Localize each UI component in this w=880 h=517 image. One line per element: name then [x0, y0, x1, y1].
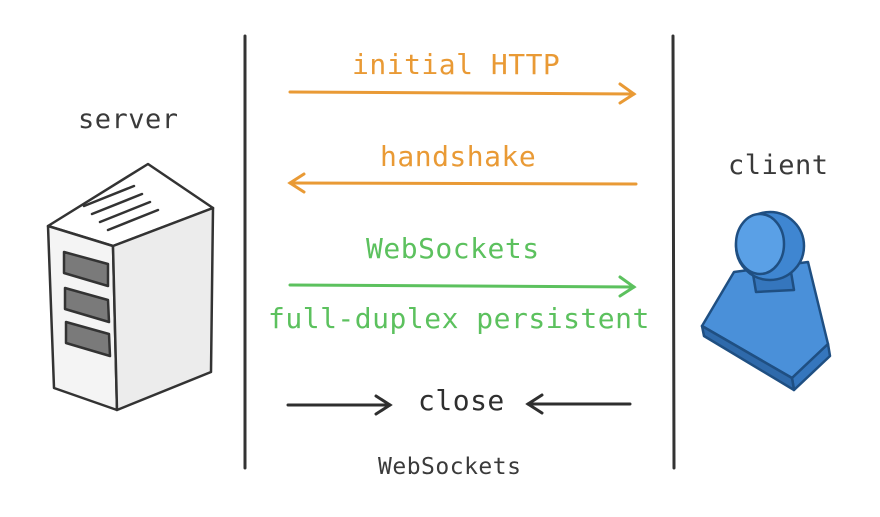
diagram-caption: WebSockets — [378, 454, 522, 480]
arrow-handshake — [287, 172, 638, 194]
client-label: client — [728, 150, 829, 181]
client-lifeline — [671, 34, 676, 470]
message-full-duplex: full-duplex persistent — [268, 302, 650, 335]
message-handshake: handshake — [380, 140, 537, 173]
arrow-websockets — [288, 275, 637, 298]
message-close: close — [418, 384, 505, 417]
user-figure-icon — [700, 210, 832, 392]
arrow-close-left — [525, 393, 632, 415]
message-websockets: WebSockets — [366, 232, 540, 265]
arrow-close-right — [286, 394, 393, 416]
message-initial-http: initial HTTP — [352, 48, 561, 81]
arrow-initial-http — [288, 82, 637, 105]
server-tower-icon — [46, 162, 215, 412]
server-label: server — [78, 104, 179, 135]
